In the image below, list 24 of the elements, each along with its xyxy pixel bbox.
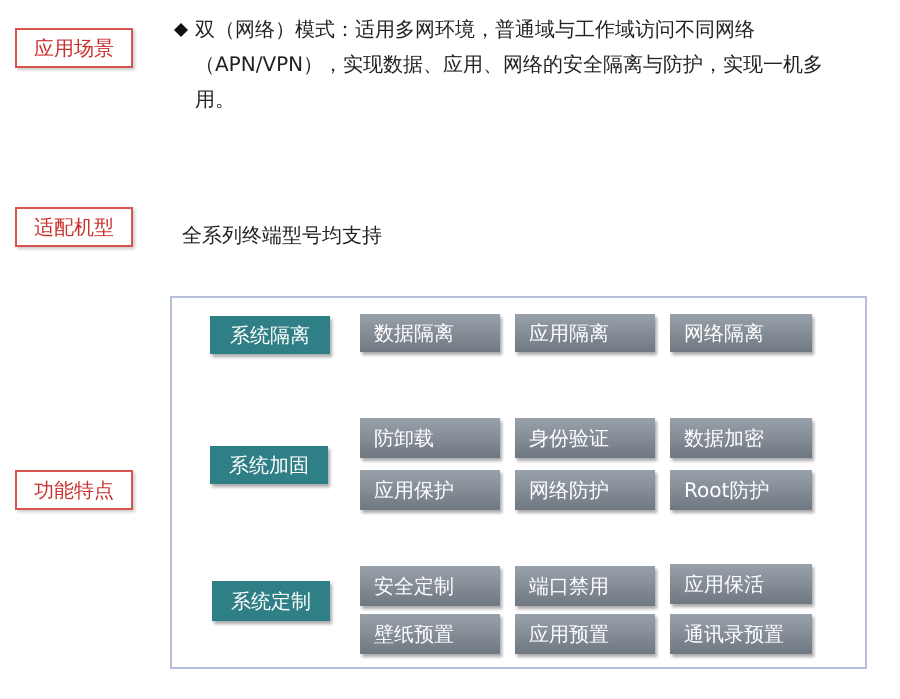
section-label: 应用场景 xyxy=(15,28,133,68)
section-label: 适配机型 xyxy=(15,207,133,247)
note-text: 全系列终端型号均支持 xyxy=(182,222,383,249)
feature-box: 防卸载 xyxy=(360,418,500,458)
category-box: 系统隔离 xyxy=(210,316,330,354)
feature-box: 身份验证 xyxy=(515,418,655,458)
feature-box: Root防护 xyxy=(670,470,812,510)
feature-box: 壁纸预置 xyxy=(360,614,500,654)
feature-box: 应用保护 xyxy=(360,470,500,510)
feature-box: 数据隔离 xyxy=(360,314,500,352)
panel-frame xyxy=(170,296,867,669)
feature-box: 端口禁用 xyxy=(515,566,655,606)
section-label: 功能特点 xyxy=(15,470,133,510)
feature-box: 通讯录预置 xyxy=(670,614,812,654)
feature-box: 网络隔离 xyxy=(670,314,812,352)
feature-box: 网络防护 xyxy=(515,470,655,510)
feature-box: 数据加密 xyxy=(670,418,812,458)
category-box: 系统加固 xyxy=(210,446,328,484)
feature-box: 安全定制 xyxy=(360,566,500,606)
category-box: 系统定制 xyxy=(212,581,330,621)
feature-box: 应用隔离 xyxy=(515,314,655,352)
description-text: 双（网络）模式：适用多网环境，普通域与工作域访问不同网络（APN/VPN），实现数据、应用、网络的安全隔离与防护，实现一机多用。 xyxy=(195,16,824,113)
feature-box: 应用预置 xyxy=(515,614,655,654)
feature-box: 应用保活 xyxy=(670,564,812,604)
